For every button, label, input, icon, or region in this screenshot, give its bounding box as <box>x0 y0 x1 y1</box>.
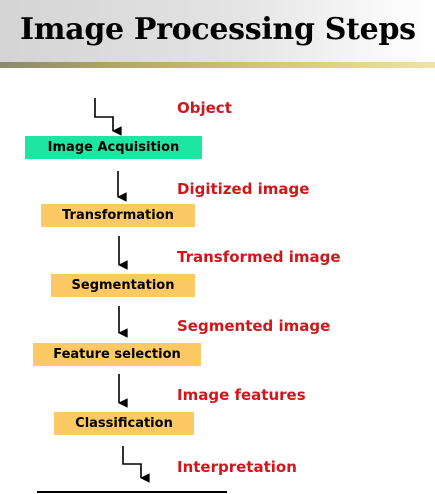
label-transformed-image: Transformed image <box>177 248 341 266</box>
header-divider <box>0 62 435 68</box>
step-image-acquisition: Image Acquisition <box>25 136 202 159</box>
label-interpretation: Interpretation <box>177 458 297 476</box>
label-digitized-image: Digitized image <box>177 180 310 198</box>
step-segmentation: Segmentation <box>51 274 195 297</box>
step-transformation: Transformation <box>41 204 195 227</box>
label-image-features: Image features <box>177 386 306 404</box>
label-object: Object <box>177 99 232 117</box>
header-bar: Image Processing Steps <box>0 0 435 62</box>
label-segmented-image: Segmented image <box>177 317 331 335</box>
arrow-classification-to-interpretation <box>122 446 150 483</box>
arrow-object-to-acquisition <box>94 98 122 136</box>
step-feature-selection: Feature selection <box>33 343 201 366</box>
page-title: Image Processing Steps <box>20 12 416 47</box>
step-classification: Classification <box>54 412 194 435</box>
bottom-line <box>37 491 227 493</box>
